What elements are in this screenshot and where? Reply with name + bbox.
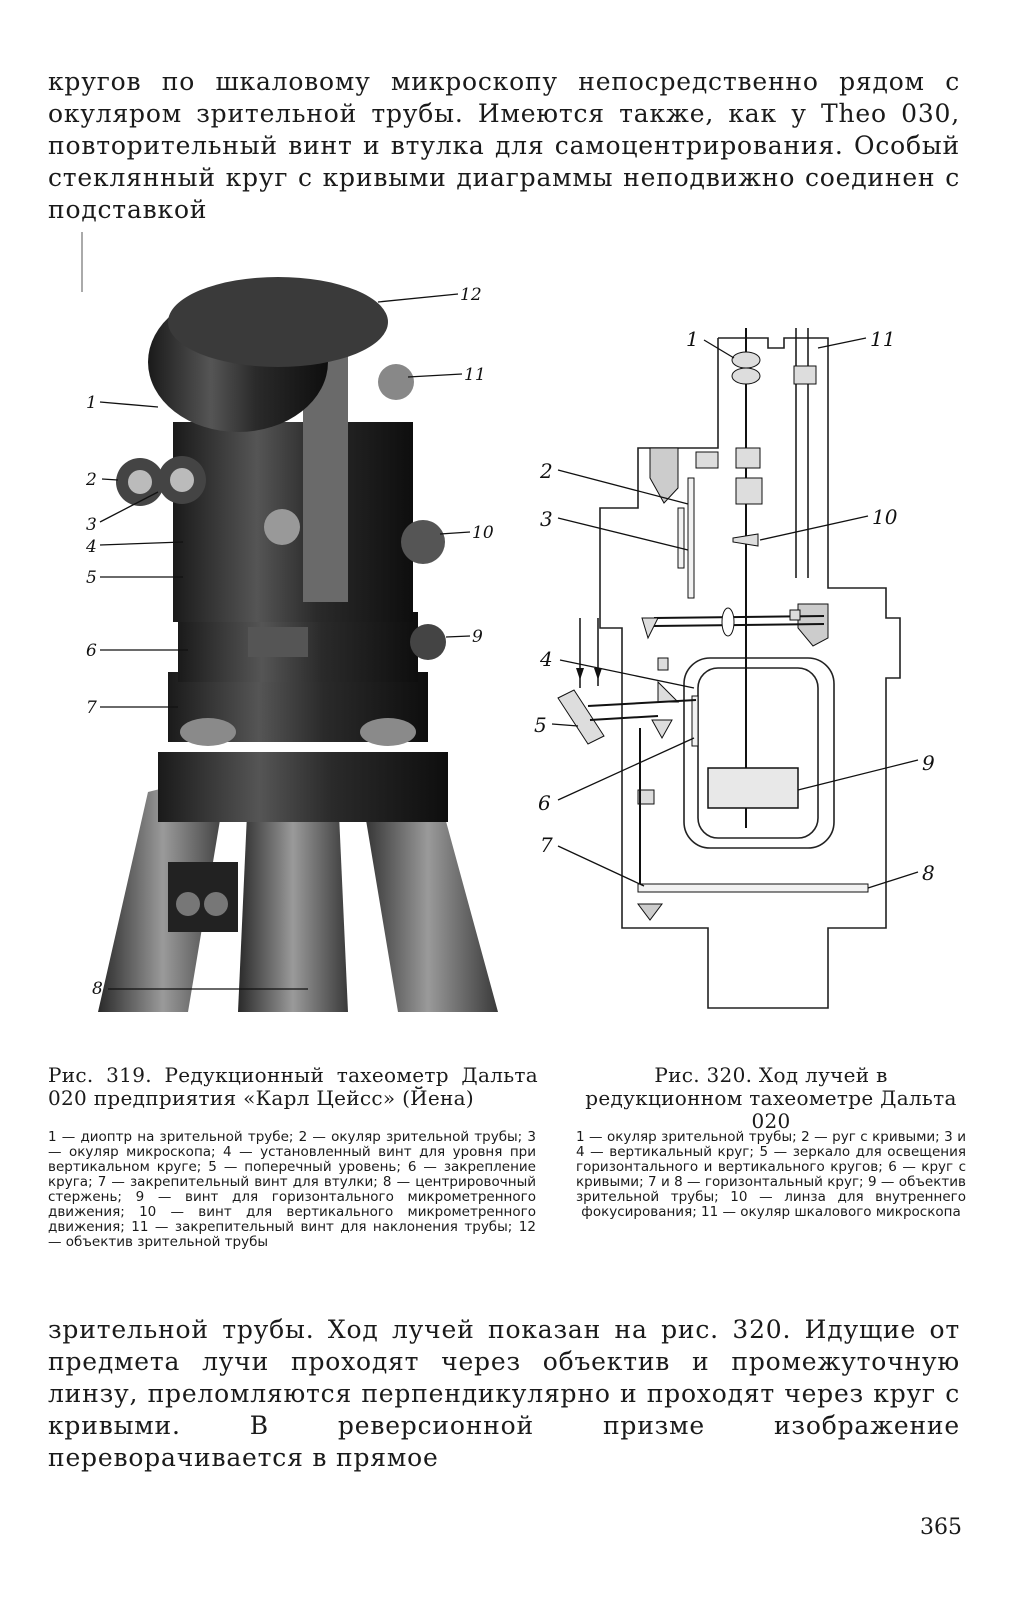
fig319-label-11: 11 bbox=[464, 365, 486, 385]
fig320-label-5: 5 bbox=[534, 713, 547, 737]
fig319-label-8: 8 bbox=[92, 979, 103, 999]
fig319-label-10: 10 bbox=[472, 523, 494, 543]
fig319-label-5: 5 bbox=[86, 568, 97, 588]
fig320-label-3: 3 bbox=[540, 507, 553, 531]
fig320-label-10: 10 bbox=[872, 505, 898, 529]
fig319-label-3: 3 bbox=[86, 515, 97, 535]
figure-320-scheme: 1 2 3 4 5 6 7 8 9 10 11 bbox=[528, 328, 970, 1062]
figure-319-photo: 1 2 3 4 5 6 7 8 9 10 11 12 bbox=[78, 232, 510, 1032]
fig319-label-1: 1 bbox=[86, 393, 97, 413]
tacheometer-photo: 1 2 3 4 5 6 7 8 9 10 11 12 bbox=[81, 232, 498, 1012]
fig320-label-8: 8 bbox=[922, 861, 935, 885]
paragraph-bottom: зрительной трубы. Ход лучей показан на р… bbox=[48, 1315, 960, 1472]
fig320-label-7: 7 bbox=[540, 833, 553, 857]
fig320-label-4: 4 bbox=[539, 647, 553, 671]
figure-319-caption: Рис. 319. Редукционный тахеометр Дальта … bbox=[48, 1063, 538, 1110]
fig319-label-4: 4 bbox=[85, 537, 97, 557]
fig320-label-2: 2 bbox=[539, 459, 553, 483]
figure-319-legend: 1 — диоптр на зрительной трубе; 2 — окул… bbox=[48, 1129, 536, 1250]
fig319-label-12: 12 bbox=[460, 285, 482, 305]
fig319-label-2: 2 bbox=[85, 470, 97, 490]
fig320-label-9: 9 bbox=[922, 751, 935, 775]
ray-path-diagram: 1 2 3 4 5 6 7 8 9 10 11 bbox=[534, 328, 935, 1009]
fig320-label-1: 1 bbox=[686, 328, 699, 351]
fig319-label-6: 6 bbox=[86, 641, 97, 661]
fig319-label-9: 9 bbox=[472, 627, 483, 647]
fig320-label-11: 11 bbox=[870, 328, 895, 351]
figure-320-caption: Рис. 320. Ход лучей в редукционном тахео… bbox=[585, 1063, 957, 1133]
page-number: 365 bbox=[920, 1515, 962, 1540]
fig319-label-7: 7 bbox=[86, 698, 97, 718]
fig320-label-6: 6 bbox=[538, 791, 551, 815]
figure-320-legend: 1 — окуляр зрительной трубы; 2 — руг с к… bbox=[576, 1129, 966, 1220]
paragraph-top: кругов по шкаловому микроскопу непосредс… bbox=[48, 67, 960, 224]
